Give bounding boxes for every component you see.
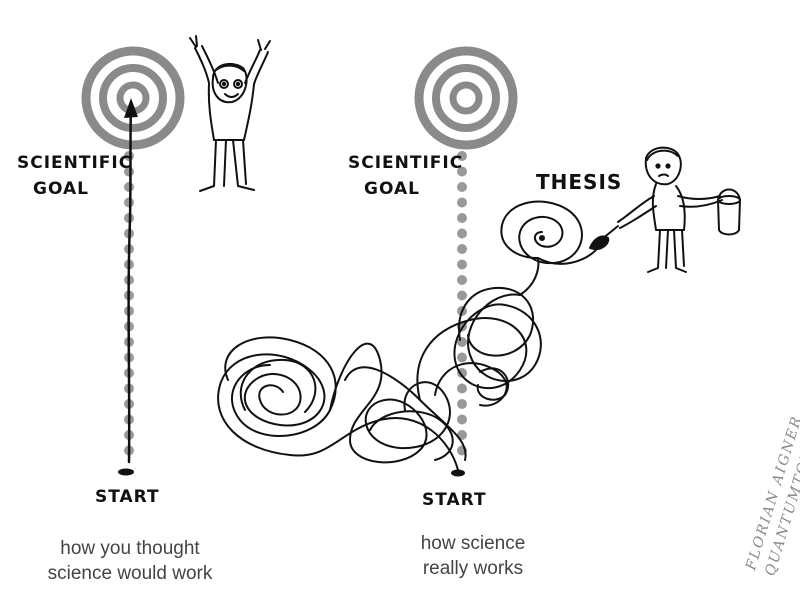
path-dot	[457, 182, 467, 192]
left-goal-label-line2: GOAL	[33, 179, 89, 199]
thesis-label: THESIS	[536, 170, 622, 194]
path-dot	[457, 399, 467, 409]
left-start-point	[118, 468, 134, 476]
path-dot	[457, 213, 467, 223]
spiral-center-dot	[539, 235, 545, 241]
sad-person-icon	[589, 146, 741, 273]
path-dot	[457, 352, 467, 363]
path-dot	[457, 290, 467, 301]
left-start-label: START	[95, 487, 160, 507]
left-caption: how you thought science would work	[20, 536, 240, 586]
path-dot	[457, 383, 467, 394]
path-dot	[457, 414, 467, 425]
right-start-label: START	[422, 490, 487, 510]
right-caption-line2: really works	[422, 558, 524, 579]
happy-person-icon	[189, 35, 271, 192]
tangled-research-path	[217, 200, 599, 471]
path-dot	[457, 228, 467, 239]
right-goal-label-line1: SCIENTIFIC	[348, 153, 463, 173]
right-caption-line1: how science	[420, 533, 526, 554]
path-dot	[457, 151, 467, 161]
right-goal-label-line2: GOAL	[364, 179, 420, 199]
right-start-point	[451, 469, 465, 477]
left-caption-line1: how you thought	[60, 538, 200, 559]
right-target-icon	[414, 46, 518, 150]
path-dot	[457, 275, 467, 285]
path-dot	[457, 259, 467, 270]
left-straight-arrow	[124, 98, 138, 464]
artist-credit: FLORIAN AIGNER QUANTUMTOMATO.COM	[743, 363, 800, 578]
path-dot	[124, 182, 134, 192]
left-caption-line2: science would work	[47, 563, 213, 584]
path-dot	[457, 244, 467, 254]
path-dot	[457, 197, 467, 208]
path-dot	[457, 337, 467, 347]
left-goal-label-line1: SCIENTIFIC	[17, 153, 132, 173]
path-dot	[457, 166, 467, 177]
left-target-icon	[81, 46, 185, 150]
right-caption: how science really works	[363, 531, 583, 581]
